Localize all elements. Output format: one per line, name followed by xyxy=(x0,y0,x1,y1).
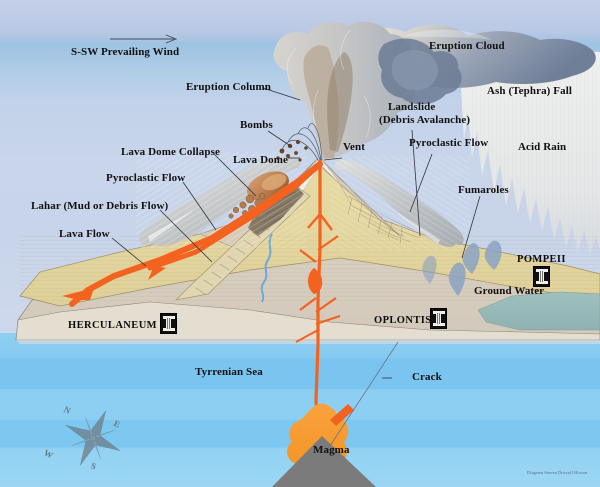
label-pyroclastic-flow-right: Pyroclastic Flow xyxy=(409,137,489,149)
leader-fumaroles xyxy=(461,195,481,259)
volcanic-bombs xyxy=(276,123,323,162)
city-label-pompeii: POMPEII xyxy=(517,254,566,265)
label-lava-dome-collapse: Lava Dome Collapse xyxy=(121,146,220,158)
label-tyrrenian-sea: Tyrrenian Sea xyxy=(195,366,263,378)
magma-feeder-branch xyxy=(330,404,354,426)
conduit-branch-upper xyxy=(307,213,333,231)
fumarole-vent-plume xyxy=(422,255,437,284)
leader-pyroclastic-left xyxy=(182,181,217,231)
label-ash-tephra-fall: Ash (Tephra) Fall xyxy=(487,85,573,97)
prevailing-wind-arrow xyxy=(110,34,178,44)
magma-conduit xyxy=(295,160,341,441)
label-eruption-column: Eruption Column xyxy=(186,81,271,93)
leader-pyroclastic-right xyxy=(409,153,433,213)
ash-tephra-fall-curtain xyxy=(461,51,600,254)
label-ground-water: Ground Water xyxy=(474,285,545,297)
column-icon-herculaneum xyxy=(160,313,177,334)
compass-rose xyxy=(65,410,121,466)
label-landslide-line2: (Debris Avalanche) xyxy=(379,114,471,126)
lava-flow-surface xyxy=(62,161,323,307)
leader-landslide xyxy=(411,129,421,237)
leader-lava-flow xyxy=(111,237,147,267)
city-label-oplontis: OPLONTIS xyxy=(374,315,432,326)
fumarole-plumes xyxy=(422,240,502,296)
label-lava-dome: Lava Dome xyxy=(233,154,288,166)
leader-eruption-column xyxy=(262,87,301,101)
column-icon-oplontis xyxy=(430,308,447,329)
leader-lava-dome-collapse xyxy=(213,153,257,197)
label-pyroclastic-flow-left: Pyroclastic Flow xyxy=(106,172,186,184)
label-lava-flow: Lava Flow xyxy=(59,228,110,240)
leader-vent xyxy=(323,157,343,161)
label-acid-rain: Acid Rain xyxy=(518,141,567,153)
label-prevailing-wind: S-SW Prevailing Wind xyxy=(71,46,180,58)
leader-lines xyxy=(111,87,481,447)
label-eruption-cloud: Eruption Cloud xyxy=(429,40,505,52)
pyroclastic-flow-right xyxy=(330,156,470,250)
label-crack: Crack xyxy=(412,371,442,383)
diagram-credit: Diagram Steven Driscoll Hixson xyxy=(527,470,588,475)
lava-arrow-head xyxy=(126,260,166,280)
leader-lahar xyxy=(159,209,213,263)
column-icon-pompeii xyxy=(533,266,550,287)
city-label-herculaneum: HERCULANEUM xyxy=(68,320,157,331)
lava-arrow-head-2 xyxy=(62,288,94,300)
eruption-column-plume xyxy=(273,21,462,161)
leader-crack-line xyxy=(329,341,399,447)
label-lahar: Lahar (Mud or Debris Flow) xyxy=(31,200,169,212)
leader-bombs xyxy=(267,130,293,148)
bedrock xyxy=(272,436,376,487)
label-magma: Magma xyxy=(313,444,350,456)
conduit-branch-mid xyxy=(308,268,323,294)
lagoon xyxy=(477,291,600,331)
label-fumaroles: Fumaroles xyxy=(458,184,509,196)
label-landslide-line1: Landslide xyxy=(388,101,436,113)
label-vent: Vent xyxy=(343,141,365,153)
label-bombs: Bombs xyxy=(240,119,273,131)
